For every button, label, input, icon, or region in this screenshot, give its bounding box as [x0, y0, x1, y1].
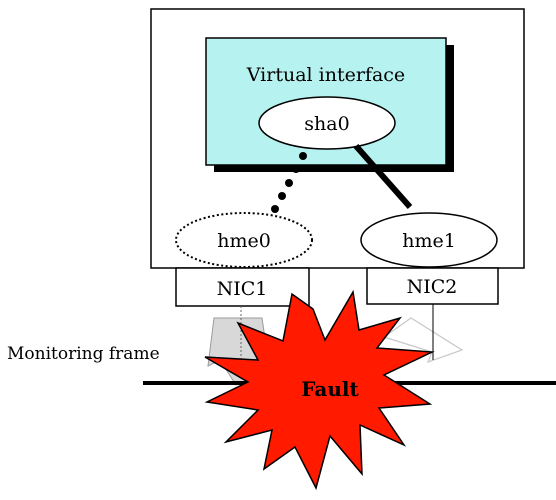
- link-sha0-hme1: [353, 144, 413, 209]
- nic1-label: NIC1: [217, 278, 268, 300]
- virtual-interface-label: Virtual interface: [246, 64, 405, 86]
- link-sha0-hme0: [271, 152, 307, 213]
- fault-label: Fault: [301, 377, 359, 401]
- fault-starburst: [204, 289, 435, 491]
- sha0-node: [258, 96, 396, 150]
- nic2-label: NIC2: [407, 276, 458, 298]
- hme0-node: [175, 212, 313, 268]
- hme0-label: hme0: [217, 230, 271, 252]
- hme1-node: [360, 212, 498, 268]
- monitoring-frame-arrow-nic2: [382, 317, 464, 364]
- hme1-label: hme1: [402, 230, 456, 252]
- nic1-box: [175, 267, 310, 307]
- monitoring-frame-label: Monitoring frame: [7, 344, 160, 364]
- sha0-label: sha0: [304, 113, 349, 135]
